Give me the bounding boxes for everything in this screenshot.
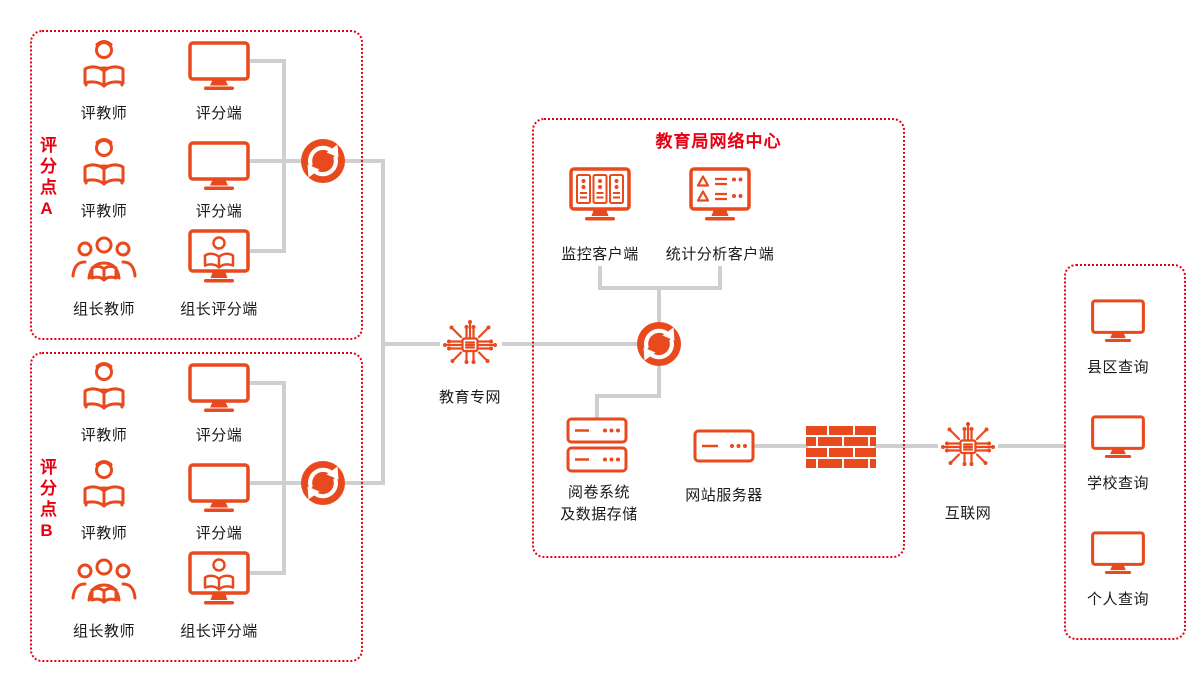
monitoring-client-label: 监控客户端 [561,246,639,263]
connector-line [657,286,661,324]
connector-line [381,159,385,485]
connector-line [754,444,808,448]
web-server-label: 网站服务器 [685,487,763,504]
connector-line [250,481,302,485]
sync-icon [299,137,347,185]
query-terminal-label: 县区查询 [1086,359,1150,376]
grading-storage-label: 阅卷系统 及数据存储 [560,484,638,523]
teacher-label: 评教师 [80,203,128,220]
connector-line [250,59,284,63]
teacher-icon [76,136,132,188]
teacher-label: 评教师 [80,105,128,122]
scoring-terminal-icon [187,140,251,192]
scoring-point-a-box [30,30,363,340]
scoring-point-a-title: 评分点A [37,136,56,222]
teacher-icon [76,458,132,510]
connector-line [250,159,302,163]
terminal-label: 评分端 [195,105,243,122]
terminal-label: 评分端 [195,525,243,542]
connector-line [502,342,639,346]
teacher-label: 评教师 [80,427,128,444]
analysis-client-icon [688,166,752,224]
query-box [1064,264,1186,640]
connector-line [250,249,284,253]
scoring-point-b-title: 评分点B [37,458,56,544]
query-terminal-label: 个人查询 [1086,591,1150,608]
connector-line [874,444,938,448]
internet-chip-icon [936,414,1000,478]
teacher-label: 评教师 [80,525,128,542]
analysis-client-label: 统计分析客户端 [665,246,775,263]
sync-icon [299,459,347,507]
query-terminal-icon [1090,530,1146,576]
teacher-icon [76,360,132,412]
leader-teacher-label: 组长教师 [72,623,136,640]
education-network-label: 教育专网 [438,389,502,406]
leader-scoring-terminal-icon [187,228,251,286]
network-center-title: 教育局网络中心 [655,132,782,151]
connector-line [345,481,385,485]
connector-line [282,59,286,253]
monitoring-client-icon [568,166,632,224]
firewall-icon [806,426,876,468]
leader-teacher-label: 组长教师 [72,301,136,318]
web-server-icon [692,424,756,468]
leader-terminal-label: 组长评分端 [180,623,258,640]
terminal-label: 评分端 [195,427,243,444]
connector-line [250,381,284,385]
network-center-box [532,118,905,558]
leader-scoring-terminal-icon [187,550,251,608]
leader-terminal-label: 组长评分端 [180,301,258,318]
education-network-chip-icon [438,312,502,376]
connector-line [345,159,385,163]
connector-line [595,394,661,398]
connector-line [598,266,602,290]
scoring-terminal-icon [187,462,251,514]
scoring-point-b-box [30,352,363,662]
internet-label: 互联网 [944,505,992,522]
scoring-terminal-icon [187,362,251,414]
query-terminal-label: 学校查询 [1086,475,1150,492]
connector-line [657,366,661,398]
leader-teacher-icon [70,232,138,286]
grading-storage-icon [565,416,629,474]
connector-line [595,394,599,418]
query-terminal-icon [1090,298,1146,344]
connector-line [998,444,1066,448]
connector-line [381,342,440,346]
teacher-icon [76,38,132,90]
leader-teacher-icon [70,554,138,608]
query-terminal-icon [1090,414,1146,460]
connector-line [250,571,284,575]
scoring-terminal-icon [187,40,251,92]
connector-line [282,381,286,575]
sync-icon [635,320,683,368]
connector-line [718,266,722,290]
terminal-label: 评分端 [195,203,243,220]
